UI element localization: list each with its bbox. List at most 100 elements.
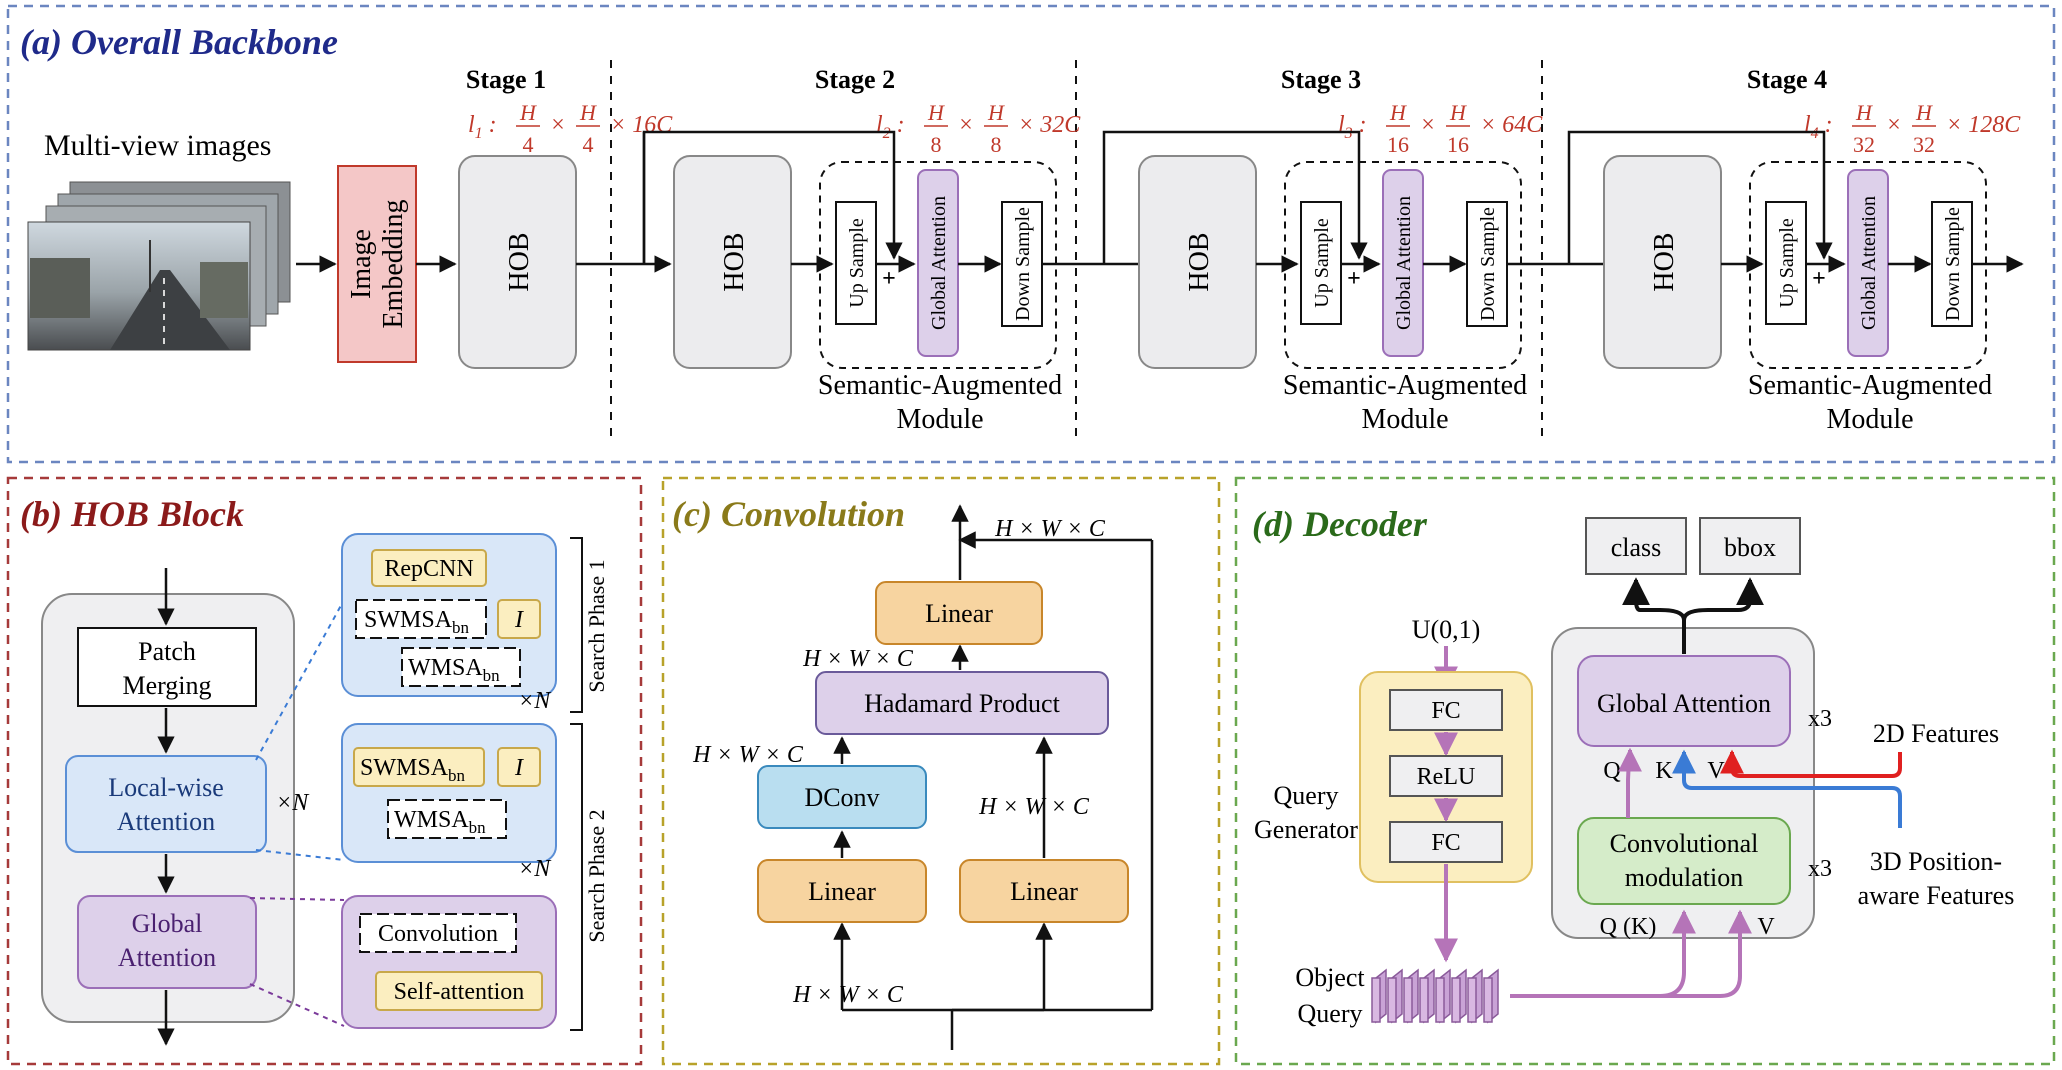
plus-sign-2: + [882, 266, 896, 292]
resolution-label-3: l3 : H16×H16× 64C [1338, 100, 1543, 157]
channels-label: × 16C [610, 112, 673, 138]
up-sample-label-2: Up Sample [846, 218, 868, 308]
sam-label-4: Semantic-Augmented [1748, 370, 1992, 401]
linear-label-top: Linear [925, 599, 993, 628]
panel-a-title: (a) Overall Backbone [20, 22, 338, 62]
fraction-num: H [1855, 100, 1873, 125]
hadamard-product-block [815, 671, 1109, 735]
fraction-den: 16 [1447, 132, 1469, 157]
panel-d-border [1234, 476, 2056, 1066]
hob-label-1: HOB [504, 232, 535, 291]
input-label: Multi-view images [44, 129, 271, 162]
query-generator-label-2: Generator [1254, 815, 1358, 844]
times-sign: × [959, 112, 973, 138]
wmsa-label-2: WMSAbn [394, 807, 486, 837]
decoder-global-attention-label: Global Attention [1597, 689, 1771, 718]
fraction-den: 16 [1387, 132, 1409, 157]
u01-label: U(0,1) [1412, 615, 1481, 644]
down-sample-label-4: Down Sample [1942, 207, 1964, 321]
sam-label-2-4: Module [1826, 404, 1913, 435]
features-3d-label-2: aware Features [1858, 881, 2015, 910]
query-generator-label: Query [1274, 781, 1339, 810]
channels-label: × 128C [1946, 112, 2021, 138]
local-wise-attention-label-2: Attention [117, 807, 215, 836]
times-sign: × [1887, 112, 1901, 138]
fraction-den: 8 [991, 132, 1002, 157]
class-box [1585, 517, 1687, 575]
dconv-block [757, 765, 927, 829]
swmsa-label-1: SWMSAbn [364, 607, 470, 637]
image-embedding-label-2: Embedding [378, 199, 409, 328]
fraction-num: H [987, 100, 1005, 125]
hwc-label-bottom: H × W × C [792, 982, 904, 1008]
local-times-n: ×N [276, 790, 310, 816]
relu-block [1389, 755, 1503, 797]
features-3d-label: 3D Position- [1870, 847, 2002, 876]
down-sample-block-4 [1931, 201, 1973, 327]
fraction-den: 32 [1853, 132, 1875, 157]
patch-merging-block [77, 627, 257, 707]
fraction-num: H [927, 100, 945, 125]
fraction-num: H [1915, 100, 1933, 125]
k-label: K [1655, 758, 1673, 784]
up-sample-label-3: Up Sample [1311, 218, 1333, 308]
convolution-label: Convolution [378, 921, 498, 947]
hwc-label-mid: H × W × C [802, 646, 914, 672]
hob-block-stage-3 [1138, 155, 1257, 369]
plus-sign-3: + [1347, 266, 1361, 292]
stage-1-label: Stage 1 [466, 65, 546, 94]
identity-label-1: I [514, 607, 524, 633]
conv-modulation-label: Convolutional [1610, 829, 1759, 858]
panel-a-border [6, 4, 2056, 464]
v-label-bottom: V [1757, 914, 1775, 940]
channels-label: × 64C [1480, 112, 1543, 138]
local-wise-attention-block [65, 755, 267, 853]
hadamard-product-label: Hadamard Product [864, 689, 1060, 718]
q-label: Q [1603, 758, 1620, 784]
resolution-label-1: l1 : H4×H4× 16C [468, 100, 673, 157]
hwc-label-left: H × W × C [692, 742, 804, 768]
fraction-den: 8 [931, 132, 942, 157]
bbox-box [1699, 517, 1801, 575]
linear-label-right: Linear [1010, 877, 1078, 906]
search-phase-1-label: Search Phase 1 [584, 559, 609, 692]
fc-block-1 [1389, 689, 1503, 731]
bbox-label: bbox [1724, 533, 1776, 562]
hob-label-2: HOB [719, 232, 750, 291]
up-sample-label-4: Up Sample [1776, 218, 1798, 308]
up-sample-block-2 [835, 201, 877, 325]
resolution-label-2: l2 : H8×H8× 32C [876, 100, 1081, 157]
channels-label: × 32C [1018, 112, 1081, 138]
panel-c-title: (c) Convolution [672, 494, 905, 534]
wmsa-chip-2 [387, 799, 507, 839]
sam-label-2-2: Module [896, 404, 983, 435]
identity-chip-1 [497, 599, 541, 639]
svg-text:l3 :: l3 : [1338, 112, 1367, 142]
swmsa-label-2: SWMSAbn [360, 755, 466, 785]
fraction-num: H [579, 100, 597, 125]
stage-2-label: Stage 2 [815, 65, 895, 94]
hob-block-stage-2 [673, 155, 792, 369]
fc-block-2 [1389, 821, 1503, 863]
down-sample-label-3: Down Sample [1477, 207, 1499, 321]
multi-view-images [27, 181, 291, 351]
sam-label-2-3: Module [1361, 404, 1448, 435]
semantic-augmented-module-2 [819, 161, 1057, 369]
hwc-label-top: H × W × C [994, 516, 1106, 542]
panel-c-border [661, 476, 1221, 1066]
fc-label-1: FC [1431, 698, 1460, 724]
self-attention-chip [375, 971, 543, 1011]
svg-text:l4 :: l4 : [1804, 112, 1833, 142]
image-embedding-block [337, 165, 417, 363]
up-sample-block-3 [1300, 201, 1342, 325]
linear-label-left: Linear [808, 877, 876, 906]
patch-merging-label-2: Merging [122, 671, 211, 700]
search-phase-2-box [341, 723, 557, 863]
fraction-num: H [1389, 100, 1407, 125]
repcnn-chip [371, 549, 487, 587]
image-embedding-label: Image [346, 229, 377, 299]
stage-4-label: Stage 4 [1747, 65, 1827, 94]
hob-global-attention-label: Global [132, 909, 203, 938]
